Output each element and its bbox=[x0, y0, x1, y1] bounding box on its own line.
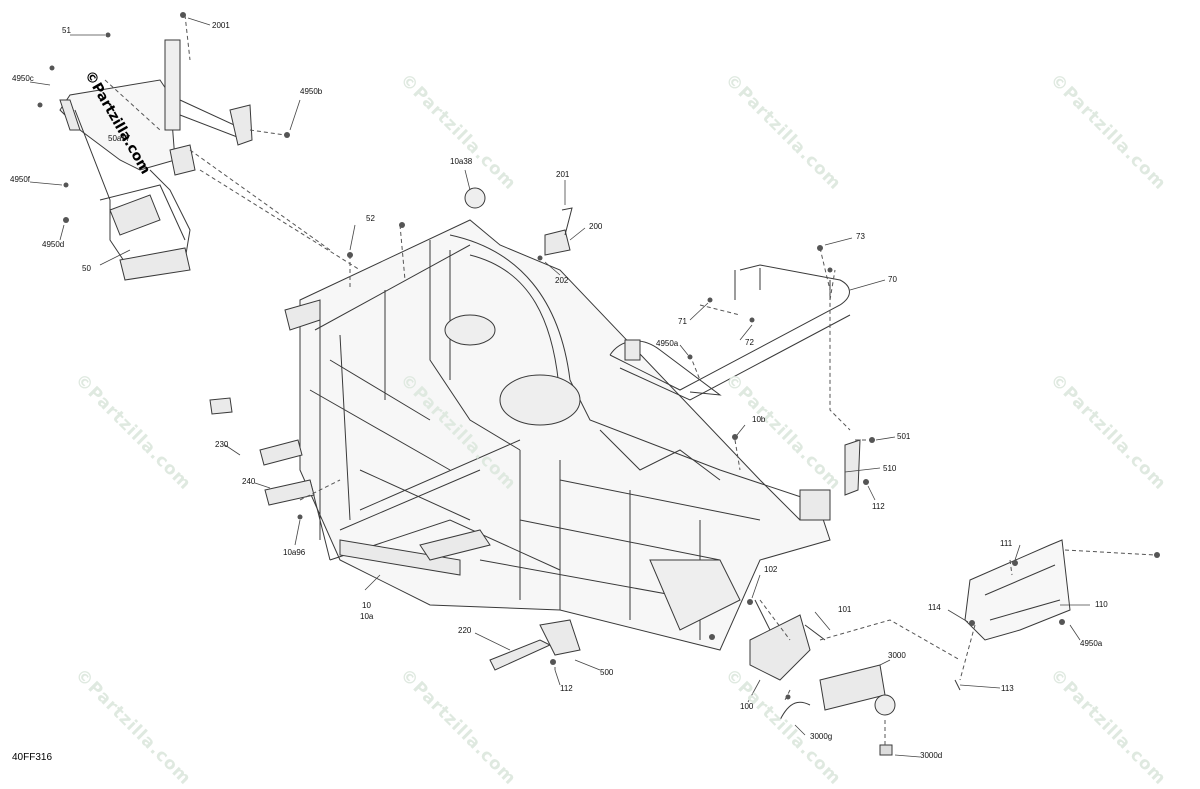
bolt-201 bbox=[561, 207, 573, 236]
rear-bumper-110 bbox=[964, 539, 1071, 641]
callout-72: 72 bbox=[745, 338, 754, 347]
callout-500: 500 bbox=[600, 668, 614, 677]
callout-102: 102 bbox=[764, 565, 778, 574]
callout-10b: 10b bbox=[752, 415, 766, 424]
callout-110: 110 bbox=[1095, 600, 1108, 609]
rear-rack bbox=[609, 264, 851, 401]
callout-70: 70 bbox=[888, 275, 897, 284]
pad-230 bbox=[209, 397, 233, 415]
leader-lines bbox=[29, 17, 1090, 758]
callout-52: 52 bbox=[366, 214, 375, 223]
callout-50a17: 50a17 bbox=[108, 134, 131, 143]
callout-4950a-bottom: 4950a bbox=[1080, 639, 1103, 648]
callout-2001: 2001 bbox=[212, 21, 230, 30]
callout-230: 230 bbox=[215, 440, 229, 449]
callout-4950c: 4950c bbox=[12, 74, 34, 83]
callout-71: 71 bbox=[678, 317, 687, 326]
bolt-113 bbox=[954, 679, 961, 691]
callout-3000: 3000 bbox=[888, 651, 906, 660]
callout-10a: 10a bbox=[360, 612, 374, 621]
fasteners bbox=[37, 12, 1160, 700]
bolt-101 bbox=[804, 624, 826, 641]
bolt-102 bbox=[754, 599, 771, 631]
callout-3000g: 3000g bbox=[810, 732, 833, 741]
callout-4950a-top: 4950a bbox=[656, 339, 679, 348]
bracket-500 bbox=[539, 619, 581, 656]
hitch-bracket-100 bbox=[749, 614, 811, 681]
callout-112-bottom: 112 bbox=[560, 684, 573, 693]
callout-240: 240 bbox=[242, 477, 256, 486]
callout-51: 51 bbox=[62, 26, 71, 35]
cap-10a38 bbox=[464, 187, 486, 209]
callout-114: 114 bbox=[928, 603, 941, 612]
front-bracket-assembly bbox=[59, 39, 253, 281]
pad-240a bbox=[259, 439, 303, 466]
nut-3000d bbox=[879, 744, 893, 756]
callout-501: 501 bbox=[897, 432, 911, 441]
callout-112-right: 112 bbox=[872, 502, 885, 511]
callout-4950f: 4950f bbox=[10, 175, 31, 184]
callout-4950d: 4950d bbox=[42, 240, 65, 249]
callout-4950b: 4950b bbox=[300, 87, 323, 96]
callout-113: 113 bbox=[1001, 684, 1014, 693]
callout-10a38: 10a38 bbox=[450, 157, 473, 166]
pin-3000g bbox=[779, 701, 811, 721]
callout-3000d: 3000d bbox=[920, 751, 943, 760]
bracket-510 bbox=[844, 439, 861, 496]
bracket-200 bbox=[544, 229, 571, 256]
callout-510: 510 bbox=[883, 464, 897, 473]
callout-100: 100 bbox=[740, 702, 754, 711]
callout-10: 10 bbox=[362, 601, 371, 610]
main-frame bbox=[284, 219, 831, 651]
callout-50: 50 bbox=[82, 264, 91, 273]
pad-240b bbox=[264, 479, 315, 506]
callout-201: 201 bbox=[556, 170, 570, 179]
hitch-ball bbox=[874, 694, 896, 716]
callout-220: 220 bbox=[458, 626, 472, 635]
callout-10a96: 10a96 bbox=[283, 548, 306, 557]
diagram-code: 40FF316 bbox=[12, 752, 53, 763]
callout-101: 101 bbox=[838, 605, 852, 614]
callout-111: 111 bbox=[1000, 539, 1013, 548]
assembly-lines bbox=[104, 14, 1156, 745]
callout-200: 200 bbox=[589, 222, 603, 231]
callout-73: 73 bbox=[856, 232, 865, 241]
callout-202: 202 bbox=[555, 276, 569, 285]
